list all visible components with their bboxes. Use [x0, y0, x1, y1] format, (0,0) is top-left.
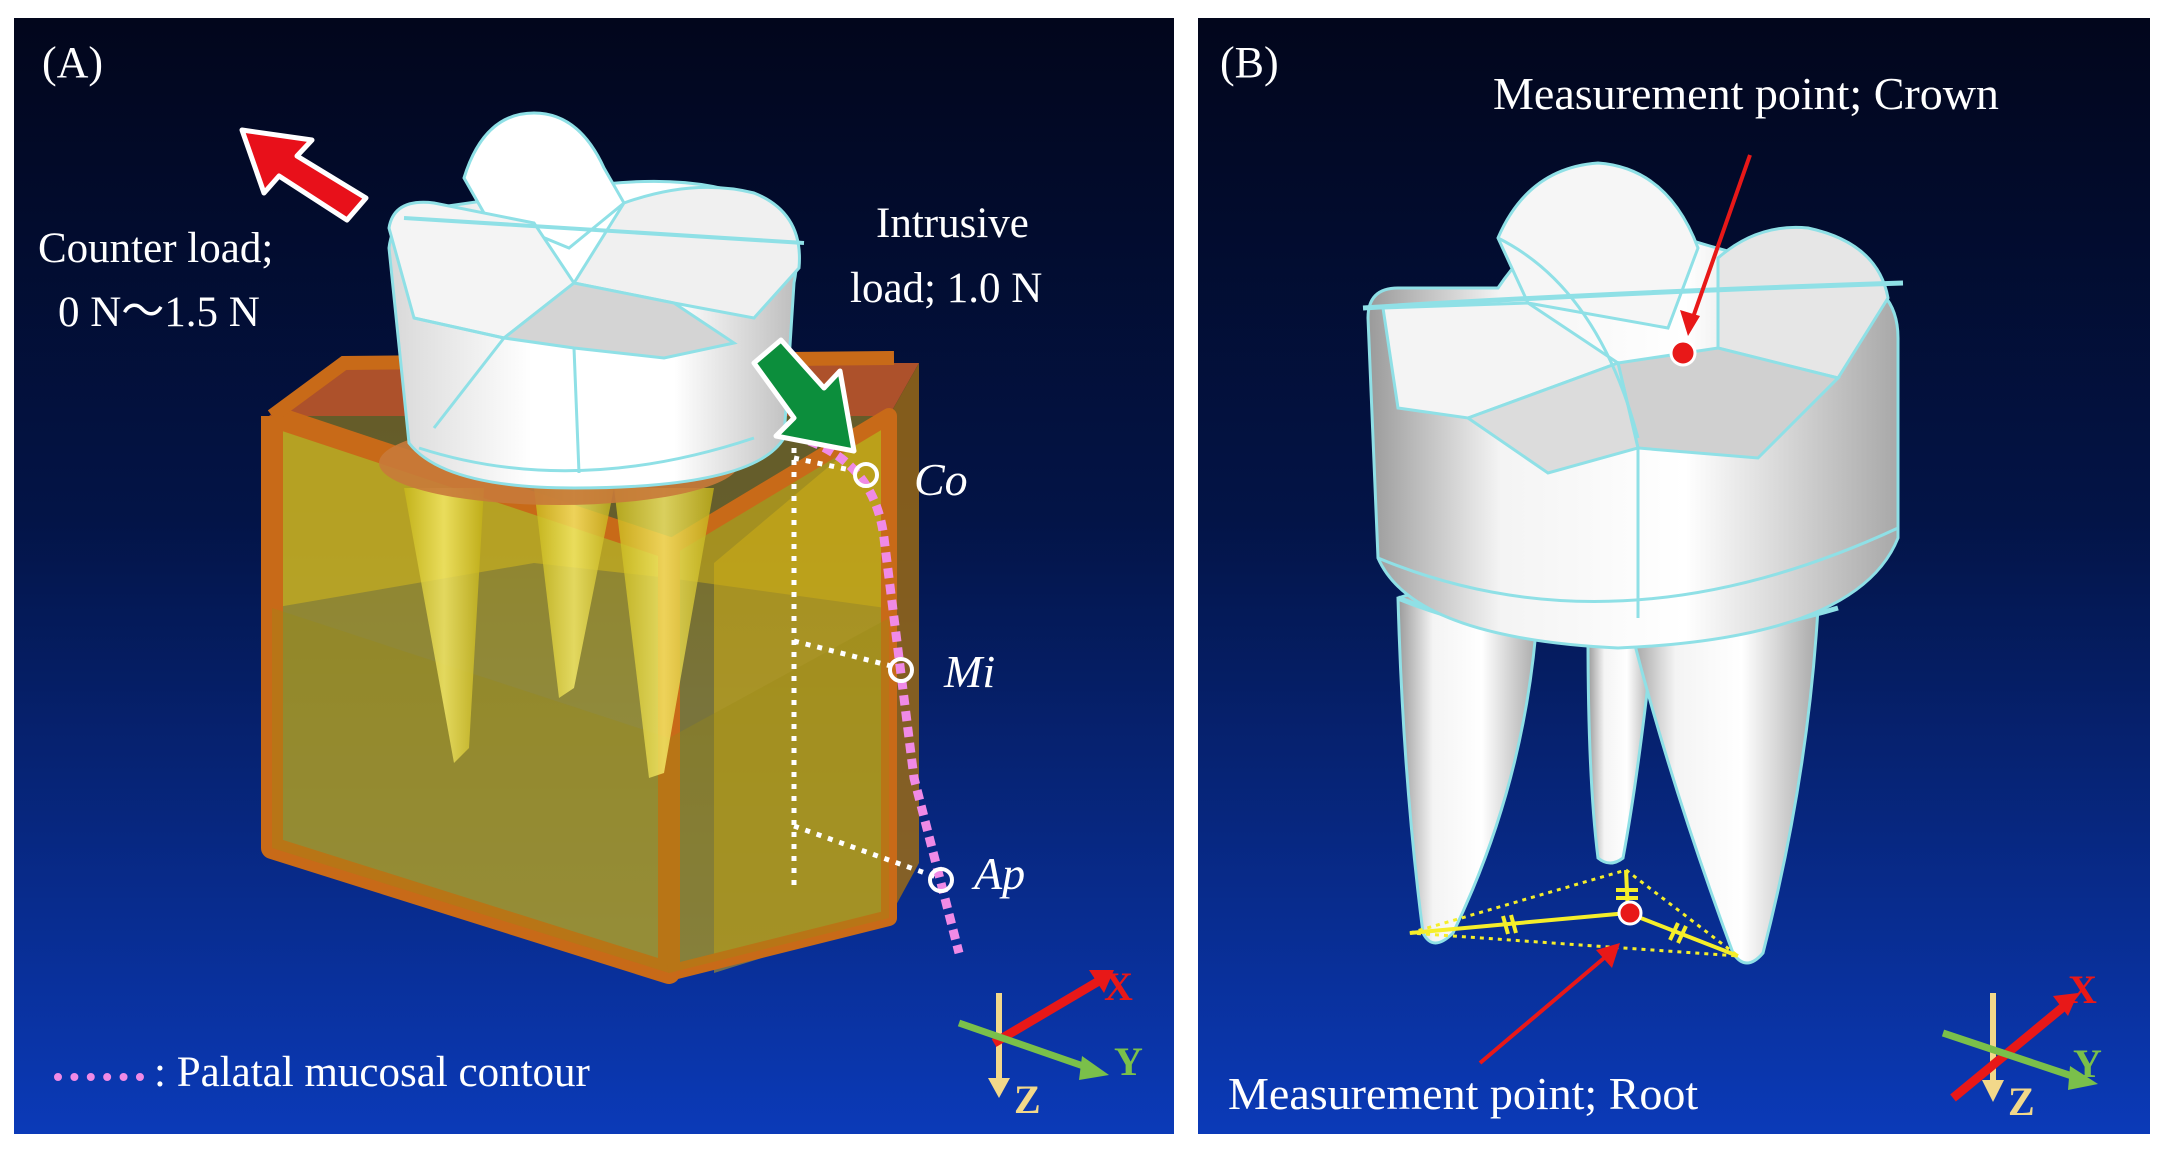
intrusive-load-label-line1: Intrusive: [876, 200, 1029, 247]
axis-a-y: Y: [1114, 1039, 1143, 1084]
intrusive-load-arrow: [751, 337, 857, 454]
point-co-label: Co: [914, 454, 968, 505]
panel-b: (B) Measurement point; Crown Measurement…: [1198, 18, 2150, 1134]
axis-a-z: Z: [1014, 1077, 1041, 1122]
legend-mucosal-swatch: [54, 1073, 144, 1081]
axis-b-x: X: [2068, 967, 2097, 1012]
point-co-marker: [853, 462, 879, 488]
axis-b-y: Y: [2073, 1041, 2102, 1086]
crown-point-marker: [1669, 339, 1697, 367]
panel-a-label: (A): [42, 38, 104, 87]
point-mi-marker: [888, 657, 914, 683]
point-ap-marker: [928, 867, 954, 893]
root-mesial: [404, 488, 484, 763]
crown-point-label: Measurement point; Crown: [1493, 68, 1999, 119]
axis-triad-a: [957, 970, 1114, 1098]
counter-load-arrow: [239, 127, 369, 223]
root-point-label: Measurement point; Root: [1228, 1068, 1699, 1119]
intrusive-load-label-line2: load; 1.0 N: [850, 265, 1043, 312]
panel-b-label: (B): [1220, 38, 1279, 87]
axis-b-z: Z: [2008, 1079, 2035, 1124]
counter-load-label-line2: 0 N～1.5 N: [58, 289, 260, 336]
panel-a: (A) Counter load; 0 N～1.5 N Intrusive lo…: [14, 18, 1174, 1134]
panel-a-illustration: [14, 18, 1174, 1134]
root-point-marker: [1617, 900, 1643, 926]
counter-load-label-line1: Counter load;: [38, 225, 274, 272]
panel-b-illustration: [1198, 18, 2150, 1134]
cusp-top: [462, 111, 626, 250]
legend-mucosal-text: : Palatal mucosal contour: [154, 1049, 590, 1096]
point-ap-label: Ap: [974, 848, 1026, 899]
root-centroid-construction: [1409, 868, 1743, 958]
axis-a-x: X: [1104, 964, 1133, 1009]
axis-triad-b: [1941, 993, 2098, 1102]
root-distal: [534, 488, 614, 698]
point-mi-label: Mi: [944, 646, 996, 697]
root-palatal: [614, 488, 714, 778]
